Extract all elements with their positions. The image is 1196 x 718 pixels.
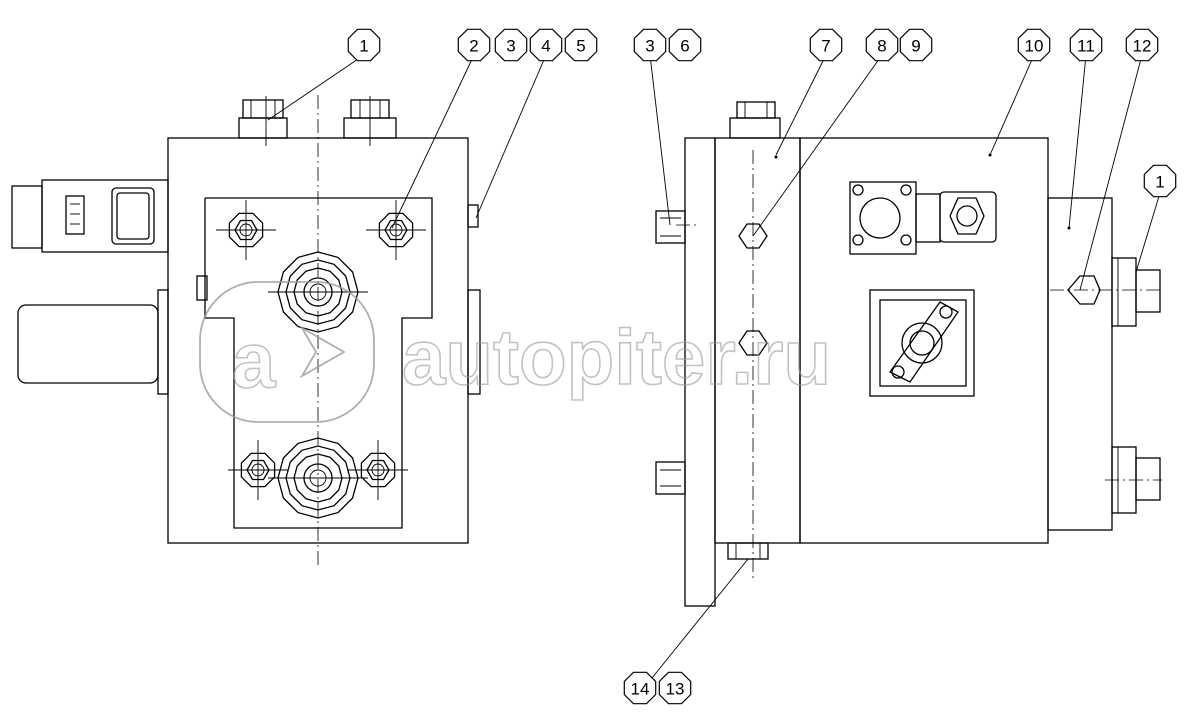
coil-left <box>17 289 169 395</box>
hex-bolt <box>216 200 276 260</box>
callout-number: 3 <box>506 37 515 56</box>
watermark-logo-letter: a <box>232 316 276 404</box>
callout-c3a: 3 <box>494 28 528 62</box>
callout-number: 2 <box>469 37 478 56</box>
right-view <box>655 101 1162 607</box>
callout-c12: 12 <box>1125 28 1159 62</box>
large-fitting <box>268 437 368 519</box>
callout-number: 6 <box>680 37 689 56</box>
callout-number: 1 <box>359 37 368 56</box>
callout-number: 14 <box>631 680 650 699</box>
callout-number: 5 <box>576 37 585 56</box>
callout-c3b: 3 <box>633 28 667 62</box>
hex-bolt <box>348 440 408 500</box>
cartridge-valve <box>869 289 975 397</box>
callout-c1b: 1 <box>1143 164 1177 198</box>
callout-c1a: 1 <box>347 28 381 62</box>
callout-c10: 10 <box>1017 28 1051 62</box>
callout-number: 4 <box>541 37 550 56</box>
inner-plate <box>204 197 433 529</box>
watermark: a autopiter.ru <box>199 281 832 423</box>
solenoid-connector <box>11 179 169 253</box>
leader-lines <box>267 54 1161 679</box>
callout-c9: 9 <box>899 28 933 62</box>
callout-number: 12 <box>1133 37 1152 56</box>
callout-number: 8 <box>877 37 886 56</box>
callout-c5: 5 <box>564 28 598 62</box>
valve-body-side <box>799 137 1049 544</box>
callout-number: 3 <box>645 37 654 56</box>
top-bolt-side <box>729 101 781 139</box>
large-fittings <box>268 251 368 519</box>
bottom-bolt-side <box>727 542 769 560</box>
callout-number: 11 <box>1077 37 1095 56</box>
callout-number: 10 <box>1025 37 1044 56</box>
watermark-text: autopiter.ru <box>402 313 831 401</box>
callout-number: 9 <box>911 37 920 56</box>
large-fitting <box>268 251 368 333</box>
left-view <box>11 95 481 568</box>
callout-c7: 7 <box>809 28 843 62</box>
pressure-switch <box>849 181 997 255</box>
callout-c4: 4 <box>529 28 563 62</box>
hex-bolt <box>366 200 426 260</box>
callout-number: 7 <box>821 37 830 56</box>
watermark-logo-arrow <box>299 325 346 379</box>
top-bolt-left <box>238 96 288 146</box>
watermark-logo-frame <box>199 281 375 423</box>
callout-number: 1 <box>1155 173 1164 192</box>
hex-bolts <box>216 200 426 500</box>
callout-number: 13 <box>666 680 685 699</box>
top-bolt-right <box>343 96 397 146</box>
callout-c11: 11 <box>1069 28 1103 62</box>
side-block <box>1047 197 1113 531</box>
callout-c13: 13 <box>658 671 692 705</box>
callout-c8: 8 <box>865 28 899 62</box>
callout-c6: 6 <box>668 28 702 62</box>
callout-c14: 14 <box>623 671 657 705</box>
hex-bolt <box>228 440 288 500</box>
callout-c2: 2 <box>457 28 491 62</box>
